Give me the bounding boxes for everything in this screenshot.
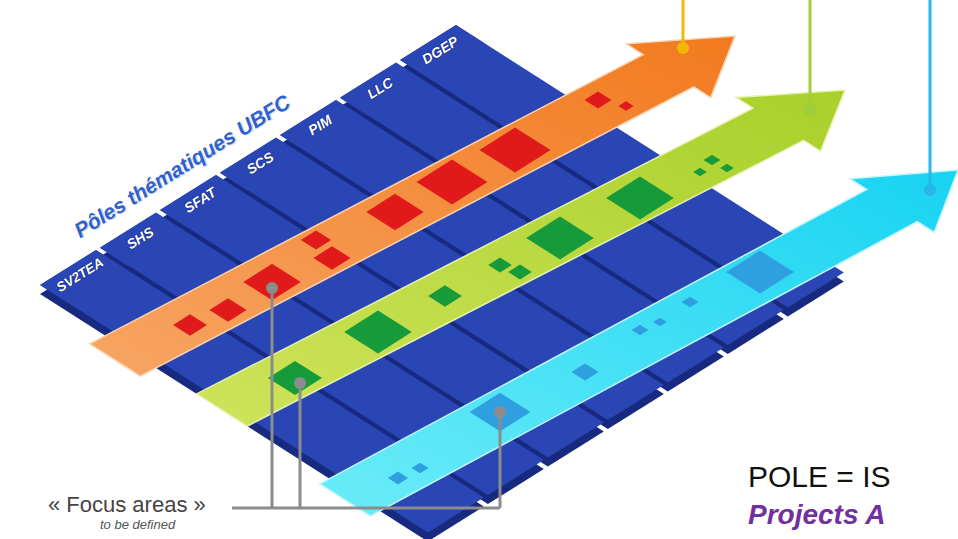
pole-bar: SV2TEA: [40, 250, 124, 303]
pole-definition: POLE = IS: [748, 460, 891, 493]
top-leaders: [677, 0, 936, 196]
focus-square: [417, 160, 488, 205]
leader-dot: [924, 184, 936, 196]
focus-square: [618, 101, 633, 111]
blue-squares: [388, 251, 794, 485]
focus-leaders: [232, 288, 500, 508]
focus-square: [585, 92, 612, 109]
pole-bar-shape: [400, 25, 484, 78]
leader-dot: [494, 406, 506, 418]
green-squares: [268, 155, 734, 395]
pole-bar-shape: [340, 63, 424, 116]
focus-square: [428, 285, 462, 306]
focus-square: [480, 128, 551, 173]
focus-square: [313, 246, 350, 269]
pole-bar: LLC: [340, 63, 424, 116]
projects-label: Projects A: [748, 500, 885, 531]
focus-square: [632, 325, 649, 336]
focus-square: [344, 311, 412, 354]
focus-square: [693, 168, 707, 177]
leader-line: [682, 0, 685, 44]
focus-areas-label: « Focus areas »: [48, 493, 206, 517]
focus-square: [366, 194, 423, 230]
focus-square: [268, 361, 322, 395]
leader-line: [929, 0, 932, 186]
focus-square: [508, 265, 532, 280]
focus-square: [606, 177, 674, 220]
focus-square: [726, 251, 794, 294]
focus-square: [682, 297, 699, 308]
focus-square: [526, 217, 594, 260]
pole-bar: DGEP: [400, 25, 484, 78]
leader-line: [232, 288, 500, 508]
pole-bar-shape: [40, 250, 124, 303]
focus-dots: [266, 282, 506, 418]
leader-dot: [804, 104, 816, 116]
focus-square: [209, 298, 246, 321]
focus-square: [173, 314, 207, 335]
leader-dot: [266, 282, 278, 294]
focus-square: [720, 164, 734, 173]
leader-dot: [677, 42, 689, 54]
leader-dot: [294, 377, 306, 389]
focus-square: [572, 364, 599, 381]
leader-line: [809, 0, 812, 106]
focus-square: [488, 258, 512, 273]
focus-square: [704, 155, 721, 166]
focus-square: [412, 463, 429, 474]
focus-square: [388, 472, 408, 485]
focus-note: to be defined: [100, 518, 175, 532]
cyan-arrow: [320, 170, 958, 516]
focus-square: [653, 318, 667, 327]
focus-square: [301, 230, 331, 249]
